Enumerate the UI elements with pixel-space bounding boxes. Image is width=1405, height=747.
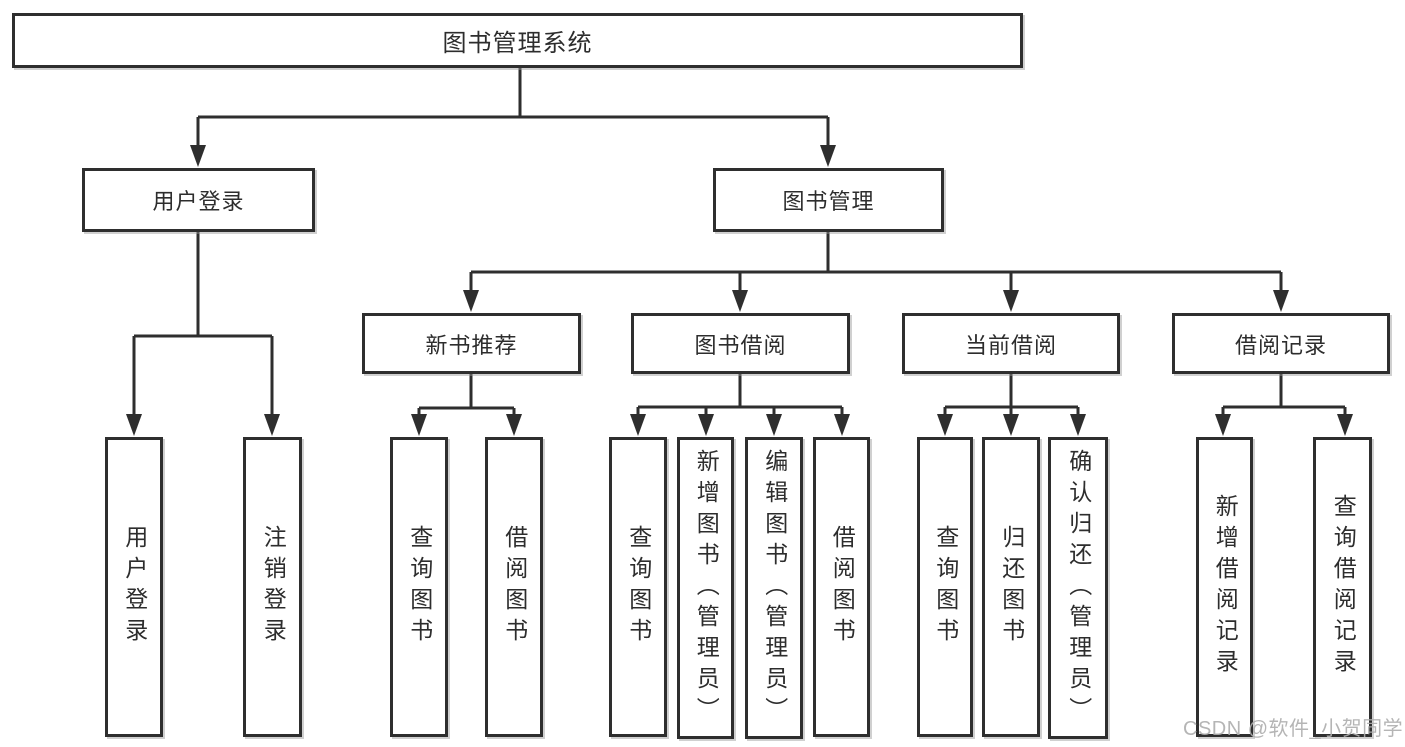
node-query-book-current: 查询图书 <box>917 437 973 737</box>
node-new-book-recommend: 新书推荐 <box>362 313 581 374</box>
node-label: 归还图书 <box>998 525 1025 649</box>
watermark: CSDN @软件_小贺同学 <box>1183 718 1404 740</box>
node-borrow-record: 借阅记录 <box>1172 313 1390 374</box>
node-user-login-leaf: 用户登录 <box>105 437 163 737</box>
node-label: 图书管理系统 <box>442 30 593 57</box>
node-label: 新增图书（管理员） <box>693 448 720 728</box>
node-label: 查询借阅记录 <box>1330 494 1357 680</box>
node-label: 新增借阅记录 <box>1212 494 1239 680</box>
node-logout-login: 注销登录 <box>243 437 302 737</box>
node-label: 借阅图书 <box>501 525 528 649</box>
node-edit-book-admin: 编辑图书（管理员） <box>745 437 803 739</box>
node-label: 用户登录 <box>121 525 148 649</box>
node-label: 借阅记录 <box>1234 332 1327 358</box>
node-label: 新书推荐 <box>425 332 518 358</box>
node-label: 图书借阅 <box>694 332 787 358</box>
node-root-system: 图书管理系统 <box>12 13 1023 68</box>
node-query-book-borrow: 查询图书 <box>609 437 667 737</box>
node-user-login-branch: 用户登录 <box>82 168 315 232</box>
node-borrow-book-recommend: 借阅图书 <box>485 437 543 737</box>
node-label: 借阅图书 <box>829 525 856 649</box>
node-current-borrow: 当前借阅 <box>902 313 1120 374</box>
node-label: 查询图书 <box>625 525 652 649</box>
node-label: 当前借阅 <box>964 332 1057 358</box>
node-label: 用户登录 <box>152 189 245 214</box>
node-query-borrow-record: 查询借阅记录 <box>1313 437 1372 737</box>
node-query-book-recommend: 查询图书 <box>390 437 448 737</box>
node-add-borrow-record: 新增借阅记录 <box>1196 437 1253 737</box>
node-borrow-book-leaf: 借阅图书 <box>813 437 870 737</box>
node-book-management-branch: 图书管理 <box>713 168 944 232</box>
node-label: 图书管理 <box>782 189 875 214</box>
node-add-book-admin: 新增图书（管理员） <box>677 437 734 739</box>
arrowhead-icons <box>126 145 1353 436</box>
node-label: 注销登录 <box>260 525 287 649</box>
node-book-borrow: 图书借阅 <box>631 313 850 374</box>
node-label: 确认归还（管理员） <box>1065 448 1092 728</box>
node-return-book: 归还图书 <box>982 437 1040 737</box>
node-confirm-return-admin: 确认归还（管理员） <box>1048 437 1108 739</box>
node-label: 查询图书 <box>406 525 433 649</box>
node-label: 查询图书 <box>932 525 959 649</box>
node-label: 编辑图书（管理员） <box>761 448 788 728</box>
